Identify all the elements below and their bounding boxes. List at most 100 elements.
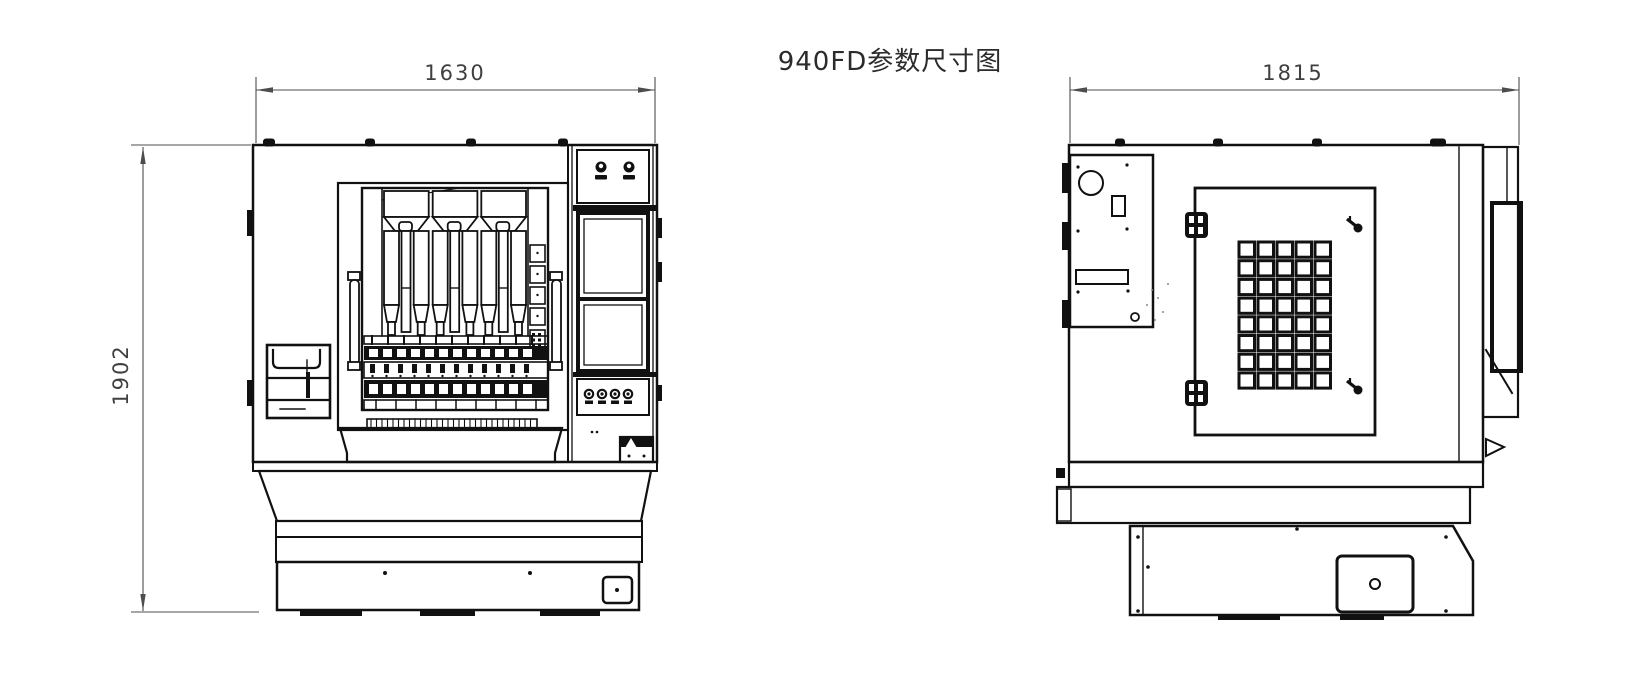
base-access-plate bbox=[1335, 554, 1415, 614]
vent-cell bbox=[1256, 240, 1275, 259]
screw-dot bbox=[590, 430, 594, 434]
hinge-slot bbox=[1198, 384, 1203, 391]
hinge-block bbox=[1185, 380, 1208, 406]
rear-rail-panel bbox=[1481, 145, 1523, 419]
door-latches bbox=[1346, 216, 1363, 395]
pedestal bbox=[338, 426, 564, 464]
tooth-gap bbox=[369, 384, 378, 394]
tool-dot bbox=[441, 374, 444, 378]
speckle bbox=[1146, 304, 1148, 306]
pointer-marker bbox=[1485, 437, 1507, 458]
magazine-dot bbox=[538, 338, 541, 342]
tool-dot bbox=[497, 374, 500, 378]
separator-band bbox=[573, 205, 657, 211]
arrowhead-icon bbox=[140, 147, 146, 164]
magazine-dot bbox=[538, 344, 541, 347]
magazine-cell bbox=[529, 265, 546, 284]
column-taper bbox=[509, 304, 528, 323]
tooth-gap bbox=[369, 349, 378, 357]
arrowhead-icon bbox=[256, 87, 273, 93]
electrical-panel bbox=[1068, 153, 1155, 329]
vent-cell bbox=[1256, 315, 1275, 334]
tooth-gap bbox=[425, 384, 434, 394]
screw-dot bbox=[1444, 609, 1448, 613]
column-taper bbox=[480, 304, 498, 323]
vent-cell bbox=[1237, 371, 1256, 390]
screw-dot bbox=[1125, 227, 1129, 231]
band-tab bbox=[1056, 488, 1072, 522]
guide-column bbox=[461, 230, 479, 306]
tooth-gap bbox=[439, 349, 448, 357]
cable-gland-hole bbox=[1078, 170, 1104, 196]
vent-cell bbox=[1256, 371, 1275, 390]
tool-dot bbox=[455, 374, 458, 378]
tooth-gap bbox=[383, 384, 392, 394]
hinge-tab bbox=[656, 262, 662, 282]
speckle bbox=[1167, 283, 1169, 285]
knob-center bbox=[587, 392, 591, 396]
knob-center bbox=[626, 392, 630, 396]
base-block bbox=[275, 560, 641, 612]
hinge-slot bbox=[1189, 395, 1194, 402]
dimension-annotations: 1630 1902 1815 bbox=[109, 61, 1520, 613]
work-window bbox=[336, 181, 570, 432]
screw-dot bbox=[1444, 535, 1448, 539]
knob-center bbox=[600, 392, 604, 396]
screw-dot bbox=[383, 571, 387, 575]
speckle bbox=[1157, 297, 1159, 299]
arrowhead-icon bbox=[1070, 87, 1087, 93]
screw-dot bbox=[1126, 289, 1130, 293]
lifting-lug bbox=[466, 138, 476, 147]
skirt bbox=[257, 469, 653, 523]
magazine-dot bbox=[536, 314, 539, 318]
knob-center bbox=[613, 392, 617, 396]
tool-bit bbox=[496, 364, 501, 373]
knob-center bbox=[626, 163, 632, 169]
tooth-gap bbox=[397, 384, 406, 394]
spindle-assembly bbox=[382, 190, 528, 336]
vent-cell bbox=[1294, 240, 1313, 259]
tool-row bbox=[363, 361, 549, 379]
small-hole bbox=[1130, 312, 1140, 322]
guide-column bbox=[412, 230, 430, 306]
tool-bit bbox=[440, 364, 445, 373]
control-knobs bbox=[595, 161, 635, 180]
vent-cell bbox=[1256, 296, 1275, 315]
tool-dot bbox=[427, 374, 430, 378]
tool-dot bbox=[483, 374, 486, 378]
vent-cell bbox=[1294, 371, 1313, 390]
arrowhead-icon bbox=[1502, 87, 1519, 93]
tooth-gap bbox=[383, 349, 392, 357]
drill-rod bbox=[449, 230, 461, 333]
tooth-gap bbox=[467, 384, 476, 394]
vent-cell bbox=[1275, 240, 1294, 259]
vent-cell bbox=[1313, 259, 1332, 278]
magazine-dot bbox=[532, 333, 535, 336]
magazine-dot bbox=[532, 344, 535, 347]
terminal-bracket bbox=[618, 435, 655, 464]
window-pane bbox=[583, 304, 643, 366]
spindle-head bbox=[480, 190, 527, 218]
latch-tab bbox=[1056, 468, 1065, 478]
knob-center bbox=[598, 163, 604, 169]
magazine-dot bbox=[538, 333, 541, 336]
tooth-gap bbox=[411, 384, 420, 394]
hinge-slot bbox=[1189, 216, 1194, 223]
tool-bar-strips bbox=[363, 335, 549, 411]
tool-dot bbox=[399, 374, 402, 378]
spindle-collar bbox=[398, 221, 413, 232]
tooth-gap bbox=[425, 349, 434, 357]
knob-box bbox=[576, 378, 650, 416]
hinge-tab bbox=[1062, 300, 1070, 328]
column-window bbox=[576, 211, 650, 373]
tooth-gap bbox=[467, 349, 476, 357]
hinge-tab bbox=[1062, 222, 1070, 250]
tool-dot bbox=[525, 374, 528, 378]
lifting-lug bbox=[263, 138, 275, 147]
tool-dot bbox=[469, 374, 472, 378]
vent-cell bbox=[1275, 296, 1294, 315]
vent-cell bbox=[1313, 334, 1332, 353]
surface-speckles bbox=[1146, 283, 1169, 321]
magazine-dot bbox=[536, 272, 539, 276]
vent-cell bbox=[1237, 259, 1256, 278]
